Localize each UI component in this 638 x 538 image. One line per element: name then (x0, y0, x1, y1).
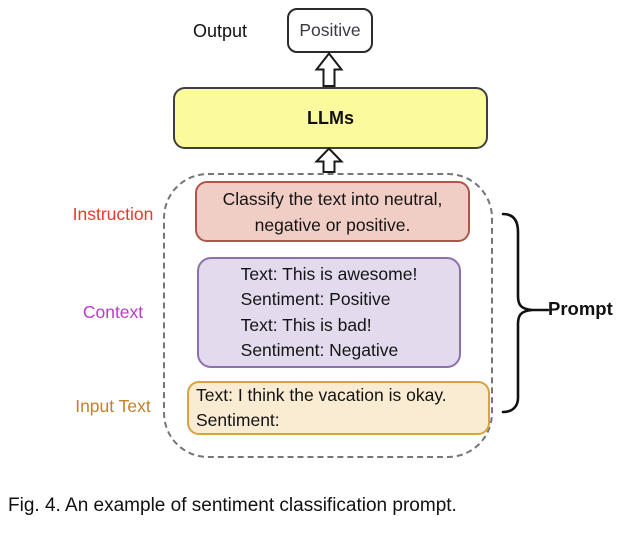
figure-caption: Fig. 4. An example of sentiment classifi… (8, 495, 457, 516)
instruction-line: Classify the text into neutral, (222, 188, 443, 209)
input-text-line: Text: I think the vacation is okay. (196, 385, 447, 405)
output-label: Output (193, 21, 248, 41)
instruction-line: negative or positive. (254, 214, 411, 235)
context-line: Text: This is bad! (240, 314, 372, 335)
instruction-box: Classify the text into neutral, negative… (195, 181, 470, 242)
output-value: Positive (299, 20, 361, 40)
up-arrow-icon (314, 147, 344, 179)
right-curly-brace-icon (495, 206, 555, 426)
llm-box: LLMs (173, 87, 488, 149)
context-label: Context (82, 302, 144, 322)
context-lines: Text: This is awesome! Sentiment: Positi… (241, 262, 418, 364)
input-text-label: Input Text (75, 396, 151, 416)
input-text-box: Text: I think the vacation is okay. Sent… (187, 381, 490, 435)
context-box: Text: This is awesome! Sentiment: Positi… (197, 257, 461, 368)
prompt-label: Prompt (548, 298, 613, 319)
input-text-line: Sentiment: (196, 410, 280, 430)
context-line: Text: This is awesome! (240, 263, 418, 284)
context-line: Sentiment: Positive (240, 289, 391, 309)
context-line: Sentiment: Negative (240, 340, 399, 360)
output-value-box: Positive (287, 8, 373, 53)
up-arrow-icon (314, 51, 344, 93)
prompt-container (163, 173, 493, 458)
llm-box-label: LLMs (307, 107, 354, 128)
instruction-label: Instruction (72, 204, 154, 224)
